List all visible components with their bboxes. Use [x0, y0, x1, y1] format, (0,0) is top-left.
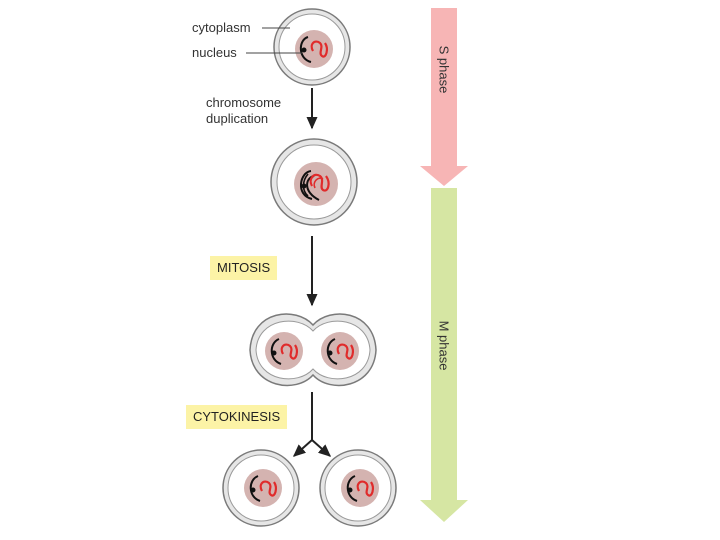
- s-phase-label: S phase: [436, 45, 452, 94]
- m-phase-label: M phase: [436, 320, 452, 371]
- nucleus-cell-3-left: [265, 332, 303, 370]
- cell-dividing: [249, 313, 377, 387]
- nucleus-label: nucleus: [192, 45, 237, 60]
- cytoplasm-label: cytoplasm: [192, 20, 251, 35]
- chromosome-duplication-label: chromosome duplication: [206, 95, 281, 127]
- daughter-cell-right: [319, 449, 397, 527]
- chromosome-duplication-line-1: chromosome: [206, 95, 282, 110]
- daughter-cell-left: [222, 449, 300, 527]
- s-phase-arrow: [420, 8, 468, 186]
- cytokinesis-arrow: [292, 392, 332, 457]
- cell-initial: [273, 8, 351, 86]
- nucleus-cell-3-right: [321, 332, 359, 370]
- cell-duplicated: [270, 138, 358, 226]
- chromosome-duplication-line-2: duplication: [206, 111, 269, 126]
- mitosis-tag: MITOSIS: [210, 256, 278, 280]
- cytokinesis-tag: CYTOKINESIS: [186, 405, 288, 429]
- nucleus-cell-2: [294, 162, 338, 206]
- nucleus-daughter-left: [244, 469, 282, 507]
- m-phase-arrow: [420, 188, 468, 522]
- nucleus-cell-1: [295, 30, 333, 68]
- nucleus-daughter-right: [341, 469, 379, 507]
